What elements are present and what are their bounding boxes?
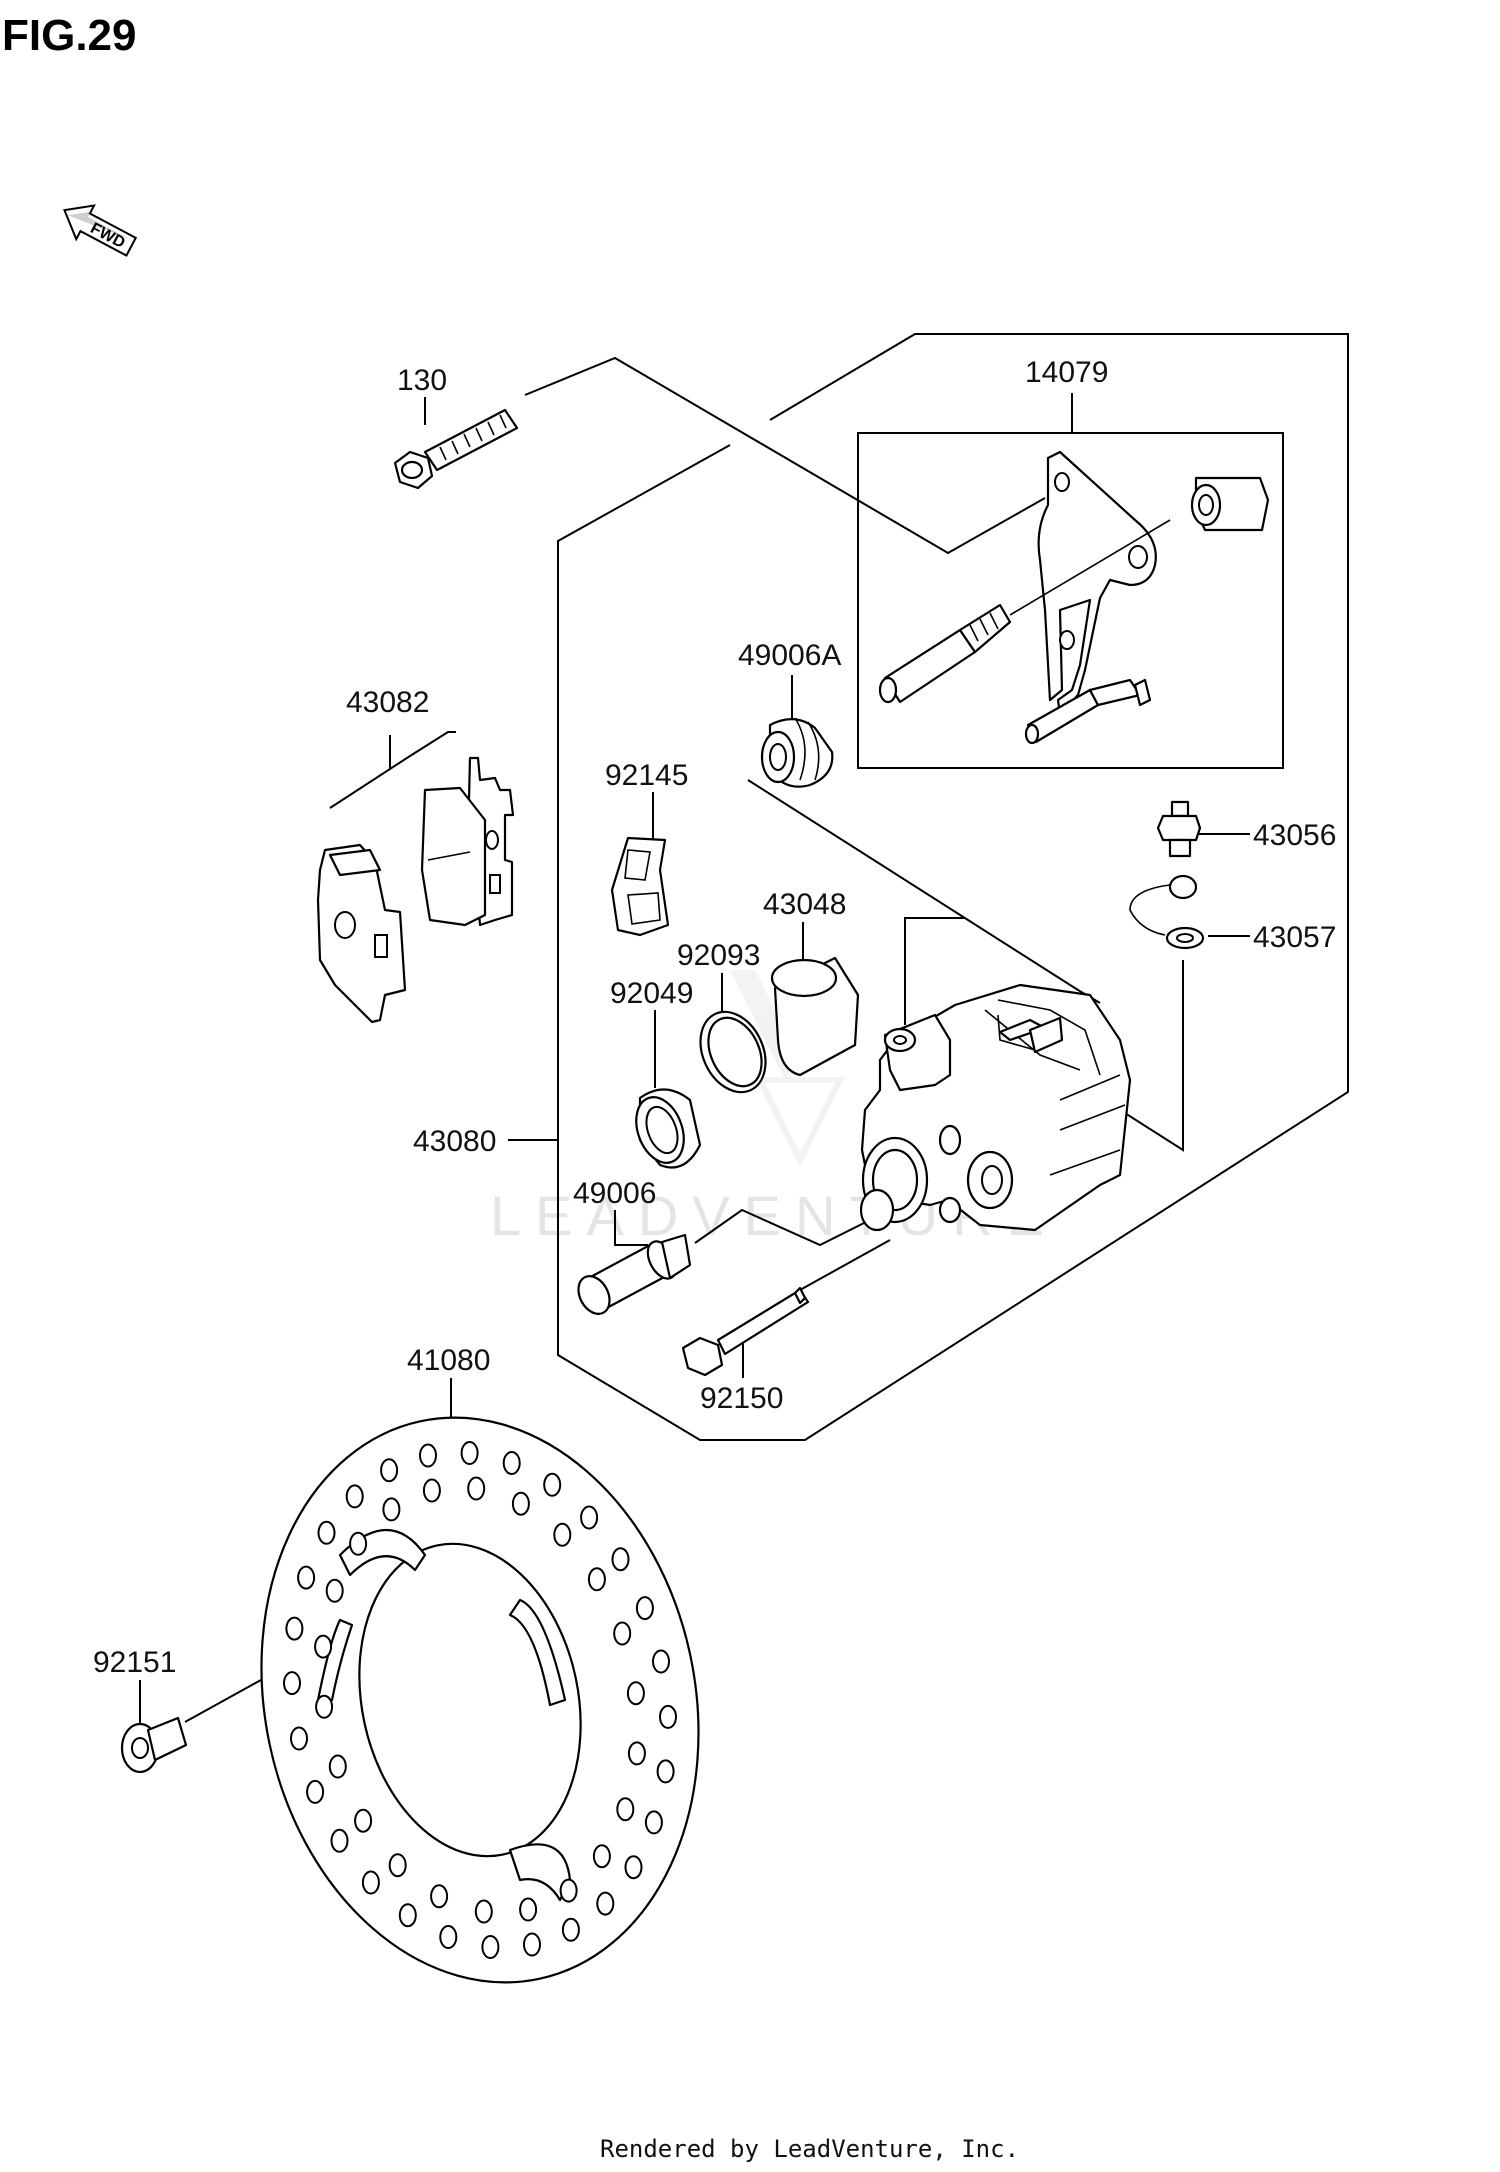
label-92093: 92093 xyxy=(677,939,760,972)
disc-vent-hole xyxy=(430,1884,449,1909)
disc-vent-hole xyxy=(616,1797,635,1822)
fwd-arrow-icon: FWD xyxy=(63,204,138,257)
disc-vent-hole xyxy=(345,1484,364,1509)
disc-vent-hole xyxy=(439,1925,458,1949)
disc-vent-hole xyxy=(561,1917,580,1942)
disc-vent-hole xyxy=(611,1547,630,1572)
label-92049: 92049 xyxy=(610,977,693,1010)
disc-vent-hole xyxy=(325,1578,344,1603)
disc-vent-hole xyxy=(382,1497,401,1522)
dust-seal-92049 xyxy=(635,1088,702,1169)
pad-spring-92145 xyxy=(610,836,670,937)
disc-vent-hole xyxy=(587,1567,606,1592)
disc-vent-hole xyxy=(290,1726,308,1751)
disc-holes xyxy=(283,1441,677,1959)
disc-vent-hole xyxy=(467,1476,486,1501)
disc-vent-hole xyxy=(388,1853,407,1878)
disc-vent-hole xyxy=(481,1935,500,1959)
caliper-body-43080 xyxy=(859,983,1132,1232)
disc-vent-hole xyxy=(297,1565,316,1590)
disc-vent-hole xyxy=(306,1779,325,1804)
label-92145: 92145 xyxy=(605,759,688,792)
disc-vent-hole xyxy=(559,1878,578,1903)
disc-vent-hole xyxy=(354,1808,373,1833)
figure-title: FIG.29 xyxy=(2,11,137,60)
bracket-frame xyxy=(857,432,1284,769)
disc-vent-hole xyxy=(419,1443,437,1468)
disc-vent-hole xyxy=(511,1491,530,1516)
disc-vent-hole xyxy=(580,1505,599,1530)
leader-130 xyxy=(524,356,1046,555)
leader-92150-diag xyxy=(799,1239,891,1291)
disc-vent-hole xyxy=(474,1899,493,1924)
disc-vent-hole xyxy=(460,1441,479,1465)
disc-vent-hole xyxy=(330,1828,349,1853)
disc-vent-hole xyxy=(635,1596,654,1621)
label-49006a: 49006A xyxy=(738,639,841,672)
brake-disc-41080 xyxy=(260,1416,700,1984)
disc-vent-hole xyxy=(644,1810,663,1835)
brake-pads-43082 xyxy=(316,756,515,1024)
label-43080: 43080 xyxy=(413,1125,496,1158)
disc-vent-hole xyxy=(626,1681,645,1706)
disc-vent-hole xyxy=(613,1621,632,1646)
disc-vent-hole xyxy=(380,1458,399,1483)
label-49006: 49006 xyxy=(573,1177,656,1210)
disc-vent-hole xyxy=(592,1844,611,1869)
caliper-assembly-frame xyxy=(557,333,1349,1441)
bleeder-valve-43056 xyxy=(1156,800,1202,858)
disc-vent-hole xyxy=(502,1451,521,1475)
disc-vent-hole xyxy=(315,1694,334,1719)
disc-vent-hole xyxy=(596,1891,615,1916)
disc-vent-hole xyxy=(285,1616,304,1641)
disc-vent-hole xyxy=(652,1649,670,1674)
disc-vent-hole xyxy=(314,1634,333,1659)
slide-pin-49006 xyxy=(577,1233,692,1315)
disc-vent-hole xyxy=(328,1754,347,1779)
label-43082: 43082 xyxy=(346,686,429,719)
label-43056: 43056 xyxy=(1253,819,1336,852)
label-41080: 41080 xyxy=(407,1344,490,1377)
disc-vent-hole xyxy=(422,1478,441,1503)
disc-vent-hole xyxy=(283,1671,301,1696)
label-14079: 14079 xyxy=(1025,356,1108,389)
disc-vent-hole xyxy=(659,1704,677,1729)
disc-vent-hole xyxy=(656,1759,675,1784)
disc-vent-hole xyxy=(519,1897,538,1922)
leader-43082 xyxy=(329,731,456,809)
disc-vent-hole xyxy=(398,1903,417,1928)
disc-vent-hole xyxy=(543,1472,562,1497)
label-43057: 43057 xyxy=(1253,921,1336,954)
leader-49006 xyxy=(614,1210,648,1246)
bleeder-cap-43057 xyxy=(1129,874,1205,950)
disc-vent-hole xyxy=(317,1520,336,1545)
piston-43048 xyxy=(770,956,860,1077)
label-92151: 92151 xyxy=(93,1646,176,1679)
disc-vent-hole xyxy=(361,1870,380,1895)
caliper-bracket-14079 xyxy=(878,450,1270,745)
leader-43048-pin xyxy=(904,917,965,1025)
footer-credit: Rendered by LeadVenture, Inc. xyxy=(600,2135,1019,2163)
label-130: 130 xyxy=(397,364,447,397)
boot-49006a xyxy=(760,717,834,788)
label-92150: 92150 xyxy=(700,1382,783,1415)
label-43048: 43048 xyxy=(763,888,846,921)
disc-bolt-92151 xyxy=(120,1716,188,1774)
bolt-130 xyxy=(393,408,519,490)
disc-vent-hole xyxy=(523,1932,541,1957)
disc-vent-hole xyxy=(349,1531,368,1556)
piston-seal-92093 xyxy=(699,1010,767,1094)
disc-vent-hole xyxy=(627,1741,646,1766)
leader-49006-diag xyxy=(694,1208,871,1247)
disc-vent-hole xyxy=(553,1522,572,1547)
caliper-bolt-92150 xyxy=(681,1286,810,1377)
disc-vent-hole xyxy=(624,1855,643,1880)
